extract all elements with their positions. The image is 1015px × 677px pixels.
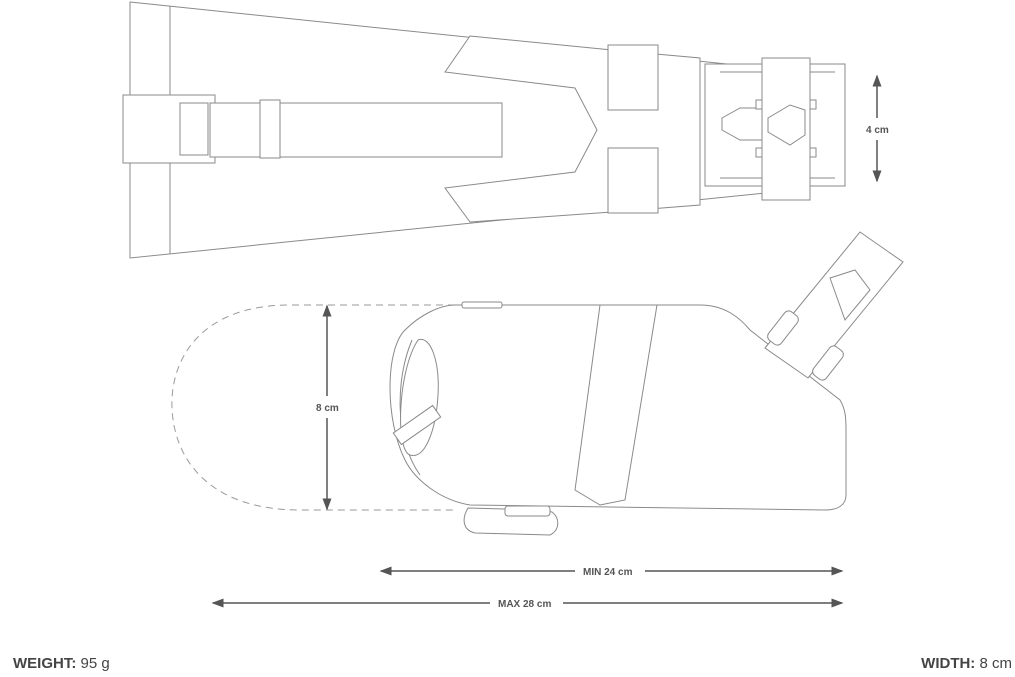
width-label: WIDTH:: [921, 655, 976, 672]
top-view-strap-upper: [607, 44, 659, 111]
min-length-label: MIN 24 cm: [583, 567, 633, 578]
width-value: 8 cm: [979, 655, 1012, 672]
width-spec: WIDTH: 8 cm: [921, 655, 1012, 672]
weight-value: 95 g: [80, 655, 110, 672]
weight-label: WEIGHT:: [13, 655, 77, 672]
height-top-label: 4 cm: [866, 125, 889, 136]
side-view: [171, 231, 904, 536]
side-view-seatpost-strap: [764, 231, 904, 379]
top-view-strap: [209, 102, 503, 158]
weight-spec: WEIGHT: 95 g: [13, 655, 110, 672]
height-side-label: 8 cm: [316, 403, 339, 414]
top-view-strap-keeper: [259, 99, 281, 159]
top-view-clamp: [761, 57, 811, 201]
top-view: [122, 1, 846, 259]
extended-outline: [171, 304, 455, 511]
side-view-strap: [574, 304, 658, 506]
top-view-strap-lower: [607, 147, 659, 214]
max-length-label: MAX 28 cm: [498, 599, 551, 610]
